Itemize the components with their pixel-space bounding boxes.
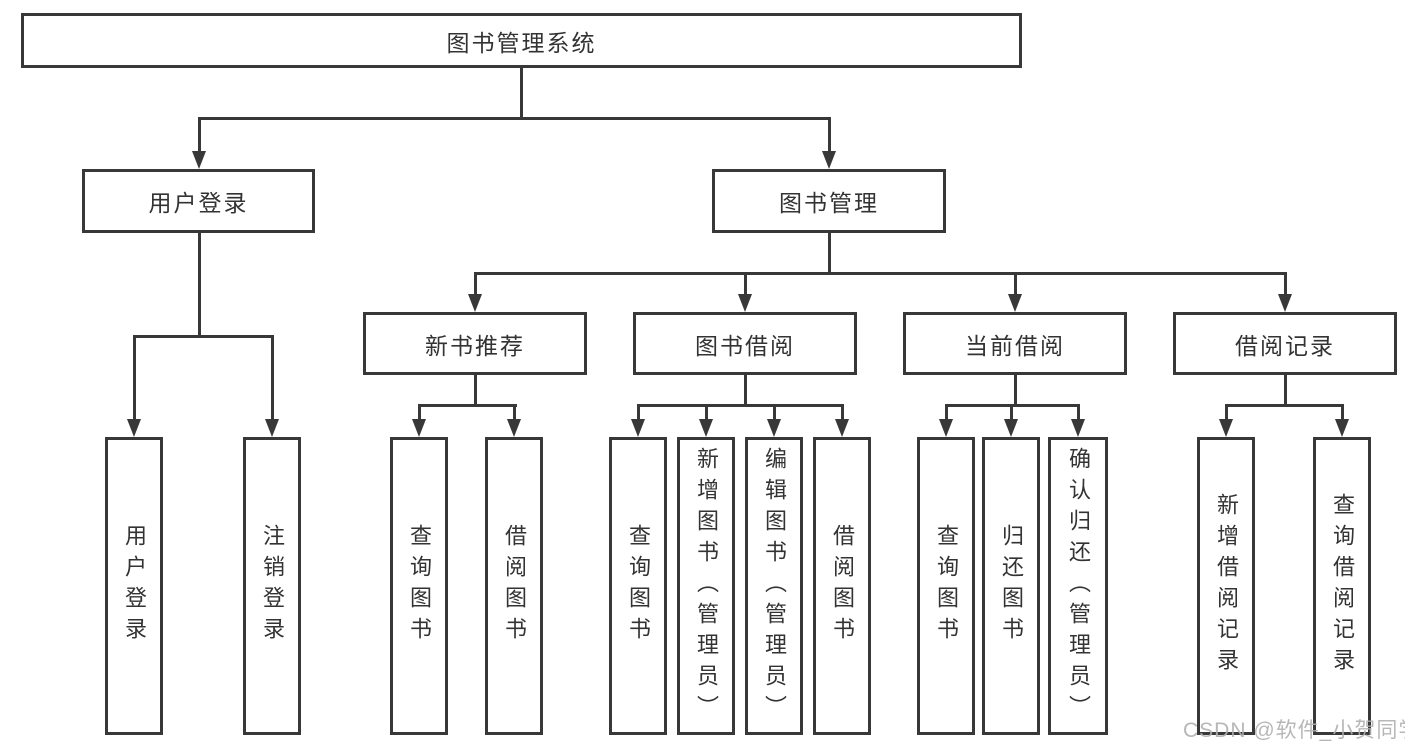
connector-line (133, 335, 274, 338)
connector-line (1225, 404, 1343, 407)
leaf-query-book-1-label: 查询图书 (407, 524, 432, 648)
arrow-down-icon (835, 419, 849, 437)
arrow-down-icon (412, 419, 426, 437)
arrow-down-icon (265, 419, 279, 437)
leaf-edit-book-admin-label: 编辑图书（管理员） (762, 446, 787, 726)
connector-line (271, 335, 274, 421)
leaf-query-borrow-record: 查询借阅记录 (1313, 437, 1371, 735)
node-user-login: 用户登录 (82, 169, 315, 233)
arrow-down-icon (738, 294, 752, 312)
leaf-confirm-return-admin-label: 确认归还（管理员） (1066, 446, 1091, 726)
connector-line (1014, 272, 1017, 298)
leaf-query-book-2-label: 查询图书 (626, 524, 651, 648)
connector-line (133, 335, 136, 421)
leaf-user-login-label: 用户登录 (122, 524, 147, 648)
node-new-book-recommend-label: 新书推荐 (425, 332, 525, 359)
node-book-borrow: 图书借阅 (633, 312, 857, 375)
arrow-down-icon (767, 419, 781, 437)
leaf-logout: 注销登录 (243, 437, 301, 735)
node-user-login-label: 用户登录 (148, 190, 249, 216)
connector-line (637, 404, 640, 421)
leaf-query-book-1: 查询图书 (390, 437, 448, 735)
arrow-down-icon (1008, 294, 1022, 312)
leaf-return-book-label: 归还图书 (999, 524, 1024, 648)
leaf-return-book: 归还图书 (982, 437, 1040, 735)
arrow-down-icon (192, 151, 206, 169)
node-root: 图书管理系统 (21, 13, 1022, 68)
leaf-borrow-book-1-label: 借阅图书 (502, 524, 527, 648)
arrow-down-icon (507, 419, 521, 437)
leaf-query-book-3-label: 查询图书 (934, 524, 959, 648)
leaf-add-borrow-record-label: 新增借阅记录 (1214, 493, 1239, 679)
connector-line (1225, 404, 1228, 421)
arrow-down-icon (631, 419, 645, 437)
arrow-down-icon (822, 151, 836, 169)
arrow-down-icon (1335, 419, 1349, 437)
arrow-down-icon (1004, 419, 1018, 437)
csdn-watermark: CSDN @软件_小贺同学 (1183, 719, 1405, 742)
connector-line (1284, 375, 1287, 407)
leaf-query-book-2: 查询图书 (609, 437, 667, 735)
leaf-borrow-book-2-label: 借阅图书 (830, 524, 855, 648)
connector-line (637, 404, 844, 407)
leaf-add-book-admin-label: 新增图书（管理员） (694, 446, 719, 726)
connector-line (474, 272, 1287, 275)
connector-line (520, 68, 523, 120)
leaf-add-book-admin: 新增图书（管理员） (677, 437, 735, 735)
leaf-borrow-book-1: 借阅图书 (485, 437, 543, 735)
leaf-user-login: 用户登录 (105, 437, 163, 735)
connector-line (744, 272, 747, 298)
connector-line (1341, 404, 1344, 421)
node-new-book-recommend: 新书推荐 (363, 312, 587, 375)
leaf-borrow-book-2: 借阅图书 (813, 437, 871, 735)
node-current-borrow-label: 当前借阅 (965, 332, 1065, 359)
arrow-down-icon (1071, 419, 1085, 437)
node-current-borrow: 当前借阅 (903, 312, 1127, 375)
arrow-down-icon (1219, 419, 1233, 437)
connector-line (418, 404, 517, 407)
leaf-query-borrow-record-label: 查询借阅记录 (1330, 493, 1355, 679)
connector-line (198, 117, 201, 153)
connector-line (705, 404, 708, 421)
node-book-borrow-label: 图书借阅 (695, 332, 795, 359)
connector-line (828, 233, 831, 275)
connector-line (198, 233, 201, 338)
leaf-edit-book-admin: 编辑图书（管理员） (745, 437, 803, 735)
leaf-add-borrow-record: 新增借阅记录 (1197, 437, 1255, 735)
connector-line (1014, 375, 1017, 407)
connector-line (418, 404, 421, 421)
node-root-label: 图书管理系统 (446, 29, 597, 56)
arrow-down-icon (939, 419, 953, 437)
node-borrow-record: 借阅记录 (1173, 312, 1397, 375)
arrow-down-icon (1278, 294, 1292, 312)
connector-line (1010, 404, 1013, 421)
connector-line (744, 375, 747, 407)
connector-line (945, 404, 948, 421)
connector-line (474, 375, 477, 407)
arrow-down-icon (127, 419, 141, 437)
arrow-down-icon (699, 419, 713, 437)
connector-line (828, 117, 831, 153)
connector-line (198, 117, 831, 120)
connector-line (474, 272, 477, 298)
connector-line (841, 404, 844, 421)
node-book-management-label: 图书管理 (779, 190, 879, 216)
node-borrow-record-label: 借阅记录 (1235, 332, 1335, 359)
leaf-confirm-return-admin: 确认归还（管理员） (1048, 437, 1108, 735)
node-book-management: 图书管理 (712, 169, 946, 233)
connector-line (1077, 404, 1080, 421)
connector-line (773, 404, 776, 421)
connector-line (513, 404, 516, 421)
connector-line (1284, 272, 1287, 298)
leaf-query-book-3: 查询图书 (917, 437, 975, 735)
arrow-down-icon (468, 294, 482, 312)
leaf-logout-label: 注销登录 (260, 524, 285, 648)
